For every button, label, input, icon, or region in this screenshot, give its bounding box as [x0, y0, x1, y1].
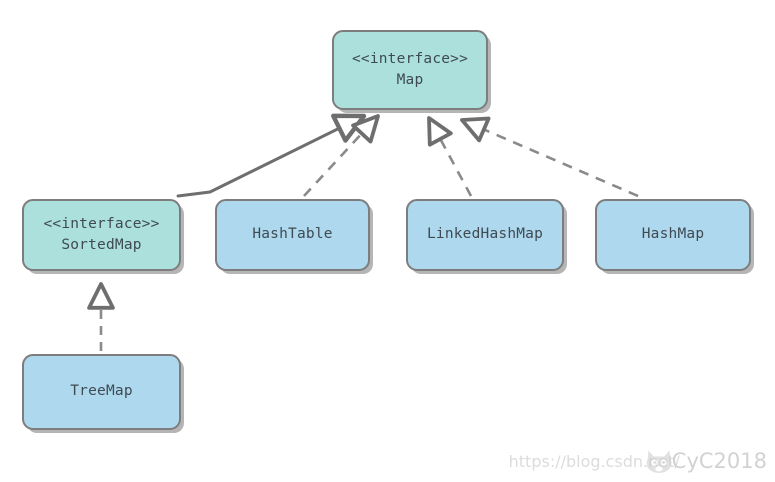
node-map[interactable]: <<interface>> Map: [332, 30, 488, 110]
node-sortedmap-stereotype: <<interface>>: [43, 215, 160, 232]
edge-hashtable-implements-map: [303, 114, 380, 197]
watermark-url: https://blog.csdn.net/: [508, 451, 680, 471]
edge-linkedhashmap-implements-map: [427, 116, 473, 197]
edge-sortedmap-extends-map: [176, 113, 367, 198]
node-hashmap-label: HashMap: [641, 226, 705, 243]
node-sortedmap-label: SortedMap: [61, 237, 142, 253]
node-treemap[interactable]: TreeMap: [22, 354, 181, 430]
cat-face-icon: [646, 450, 672, 473]
node-map-label: Map: [396, 72, 424, 88]
watermark-name: CyC2018: [671, 449, 767, 473]
watermark: https://blog.csdn.net/ CyC2018: [509, 448, 767, 474]
edge-hashmap-implements-map: [460, 116, 639, 198]
node-hashmap[interactable]: HashMap: [595, 199, 751, 271]
node-sortedmap[interactable]: <<interface>> SortedMap: [22, 199, 181, 271]
node-hashtable-label: HashTable: [252, 226, 333, 243]
node-linkedhashmap[interactable]: LinkedHashMap: [406, 199, 564, 271]
node-treemap-label: TreeMap: [70, 383, 133, 400]
node-map-stereotype: <<interface>>: [351, 50, 469, 67]
node-hashtable[interactable]: HashTable: [215, 199, 370, 271]
node-linkedhashmap-label: LinkedHashMap: [426, 226, 544, 243]
